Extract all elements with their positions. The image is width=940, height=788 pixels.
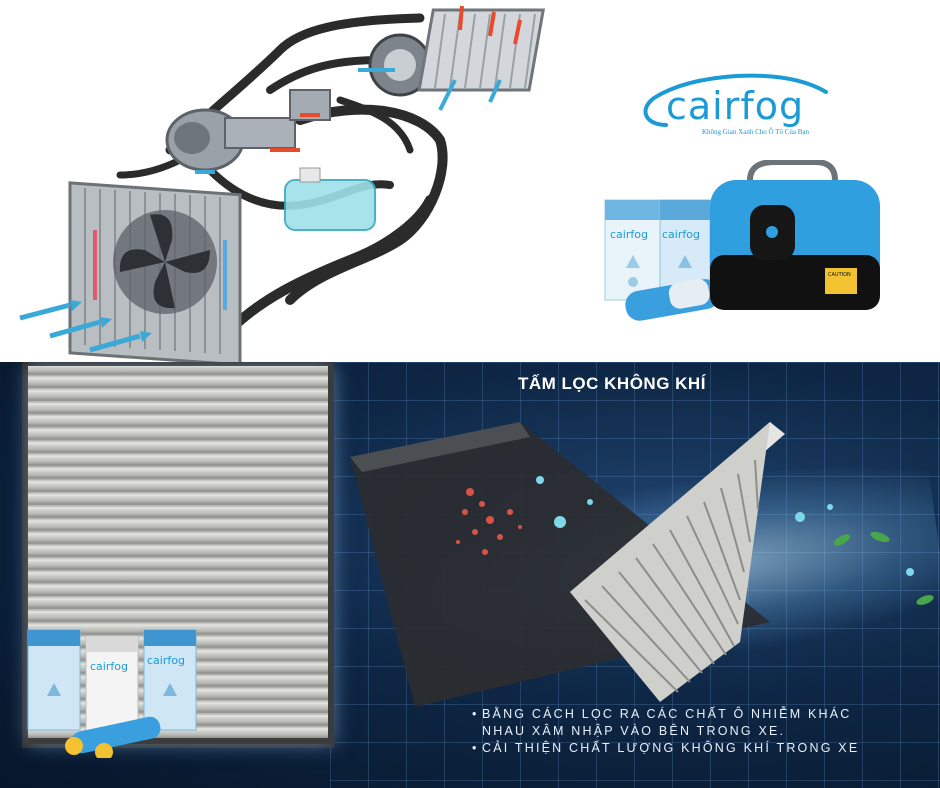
airflow-arrows — [19, 5, 522, 353]
brand-logo: cairfog Không Gian Xanh Cho Ô Tô Của Bạn — [636, 70, 846, 140]
heater-core — [417, 8, 546, 92]
clean-particles — [536, 476, 914, 576]
box-brand-label: cairfog — [90, 660, 128, 673]
product-box: cairfog — [604, 199, 664, 301]
bullet-dot-icon: • — [472, 741, 479, 755]
leaf-icons — [833, 531, 934, 605]
top-panel: cairfog Không Gian Xanh Cho Ô Tô Của Bạn… — [0, 0, 940, 362]
bullet-line: CẢI THIỆN CHẤT LƯỢNG KHÔNG KHÍ TRONG XE — [482, 741, 860, 755]
bullet-item: •BẰNG CÁCH LỌC RA CÁC CHẤT Ô NHIỄM KHÁC … — [472, 706, 859, 740]
bullet-dot-icon: • — [472, 707, 479, 721]
bullet-line: NHAU XÂM NHẬP VÀO BÊN TRONG XE. — [482, 724, 786, 738]
caution-label: CAUTION — [828, 272, 851, 278]
feature-bullets: •BẰNG CÁCH LỌC RA CÁC CHẤT Ô NHIỄM KHÁC … — [472, 706, 859, 757]
brand-tagline: Không Gian Xanh Cho Ô Tô Của Bạn — [702, 128, 809, 136]
air-filter-illustration — [350, 422, 934, 707]
ac-system-diagram — [19, 5, 546, 362]
radiator — [68, 181, 242, 362]
bullet-item: •CẢI THIỆN CHẤT LƯỢNG KHÔNG KHÍ TRONG XE — [472, 740, 859, 757]
bottom-panel: cairfog cairfog — [0, 362, 940, 788]
coolant-reservoir — [284, 167, 376, 231]
section-title: TẤM LỌC KHÔNG KHÍ — [518, 374, 706, 393]
product-illustration: cairfog cairfog CAUTION — [604, 160, 880, 321]
car-outline-icon — [643, 73, 828, 127]
fogger-machine: CAUTION — [710, 160, 880, 310]
compressor — [165, 89, 331, 172]
pollutant-particles — [456, 488, 522, 555]
small-product-boxes: cairfog cairfog — [27, 629, 197, 758]
box-brand-label: cairfog — [610, 228, 648, 241]
bullet-line: BẰNG CÁCH LỌC RA CÁC CHẤT Ô NHIỄM KHÁC — [482, 707, 852, 721]
brand-name: cairfog — [666, 84, 805, 128]
fogger-cylinder — [625, 279, 720, 321]
air-filter-panel — [570, 422, 785, 702]
box-brand-label: cairfog — [662, 228, 700, 241]
box-brand-label: cairfog — [147, 654, 185, 667]
